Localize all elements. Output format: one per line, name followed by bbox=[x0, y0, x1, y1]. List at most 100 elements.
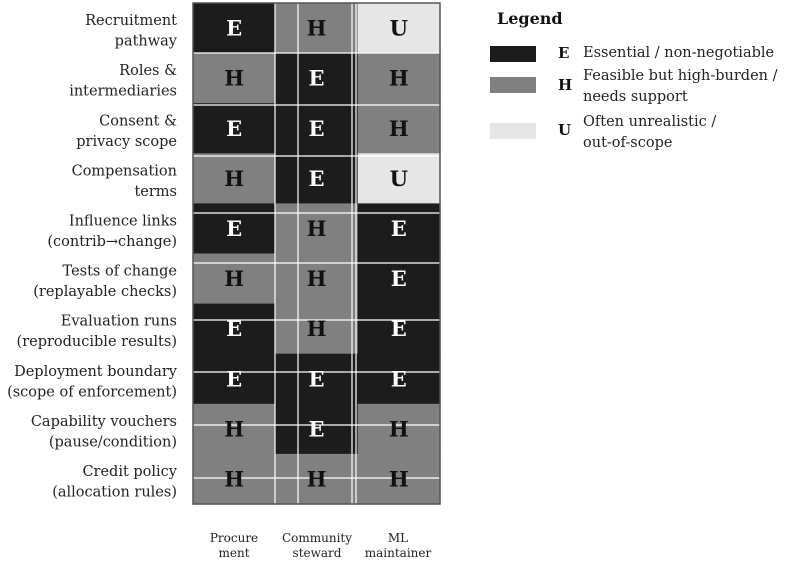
row-label-0-line-1: pathway bbox=[115, 34, 178, 50]
heatmap-cell-4-0 bbox=[193, 203, 276, 255]
heatmap-cell-label-2-1: E bbox=[308, 116, 324, 141]
heatmap-cell-label-1-0: H bbox=[224, 66, 244, 91]
legend-text-H-line-0: Feasible but high-burden / bbox=[583, 68, 778, 84]
heatmap-cell-3-2 bbox=[357, 153, 441, 204]
column-label-0-line-1: ment bbox=[218, 546, 249, 560]
heatmap-cell-label-7-1: E bbox=[308, 366, 324, 391]
heatmap-cell-label-6-1: H bbox=[307, 316, 327, 341]
legend-key-H: H bbox=[558, 76, 572, 94]
row-label-6-line-1: (reproducible results) bbox=[17, 334, 177, 350]
heatmap-cell-5-1 bbox=[275, 253, 359, 305]
heatmap-cell-0-0 bbox=[193, 3, 276, 54]
heatmap-cell-label-6-2: E bbox=[391, 316, 407, 341]
column-label-1-line-0: Community bbox=[282, 531, 352, 545]
heatmap-cell-0-1 bbox=[275, 3, 359, 54]
heatmap-cell-label-2-0: E bbox=[226, 116, 242, 141]
heatmap-cell-label-5-2: E bbox=[391, 266, 407, 291]
row-label-2-line-0: Consent & bbox=[99, 113, 177, 129]
heatmap-cell-label-1-2: H bbox=[389, 66, 409, 91]
heatmap-cell-label-3-0: H bbox=[224, 166, 244, 191]
heatmap-gridlines bbox=[193, 3, 440, 504]
heatmap-cell-2-1 bbox=[275, 103, 359, 154]
legend-swatch-E bbox=[490, 46, 536, 62]
legend-title: Legend bbox=[497, 9, 563, 28]
heatmap-cell-1-1 bbox=[275, 53, 359, 104]
heatmap-border bbox=[192, 2, 441, 505]
heatmap-cell-7-0 bbox=[193, 353, 276, 405]
heatmap-cell-6-0 bbox=[193, 303, 276, 355]
row-label-7-line-1: (scope of enforcement) bbox=[7, 384, 177, 400]
heatmap-cell-label-3-2: U bbox=[390, 166, 408, 191]
row-label-4-line-1: (contrib→change) bbox=[47, 234, 177, 250]
column-label-1-line-1: steward bbox=[293, 546, 342, 560]
heatmap-cell-label-4-2: E bbox=[391, 216, 407, 241]
heatmap-cell-1-2 bbox=[357, 53, 441, 104]
heatmap-cell-7-2 bbox=[357, 353, 441, 405]
legend-text-E-line-0: Essential / non-negotiable bbox=[583, 45, 774, 61]
heatmap-cell-7-1 bbox=[275, 353, 359, 405]
row-label-8-line-1: (pause/condition) bbox=[49, 434, 177, 450]
heatmap-cell-2-2 bbox=[357, 103, 441, 154]
heatmap-cell-label-8-0: H bbox=[224, 416, 244, 441]
legend-swatch-H bbox=[490, 77, 536, 93]
heatmap-cells bbox=[193, 3, 441, 505]
heatmap-cell-label-5-0: H bbox=[224, 266, 244, 291]
heatmap-cell-label-0-0: E bbox=[226, 16, 242, 41]
heatmap-cell-2-0 bbox=[193, 103, 276, 154]
row-label-2-line-1: privacy scope bbox=[76, 134, 177, 150]
row-label-1-line-1: intermediaries bbox=[69, 84, 177, 100]
heatmap-cell-label-8-2: H bbox=[389, 416, 409, 441]
heatmap-cell-8-0 bbox=[193, 403, 276, 455]
heatmap-cell-0-2 bbox=[357, 3, 441, 54]
heatmap-cell-8-2 bbox=[357, 403, 441, 455]
legend-key-E: E bbox=[558, 44, 569, 62]
heatmap-cell-label-7-2: E bbox=[391, 366, 407, 391]
legend-swatch-U bbox=[490, 123, 536, 139]
heatmap-cell-6-2 bbox=[357, 303, 441, 355]
heatmap-cell-label-9-2: H bbox=[389, 466, 409, 491]
heatmap-cell-label-8-1: E bbox=[308, 416, 324, 441]
heatmap-cell-1-0 bbox=[193, 53, 276, 104]
heatmap-cell-label-4-0: E bbox=[226, 216, 242, 241]
column-label-2-line-0: ML bbox=[388, 531, 408, 545]
row-label-4-line-0: Influence links bbox=[69, 213, 177, 229]
heatmap-cell-6-1 bbox=[275, 303, 359, 355]
legend-text-H-line-1: needs support bbox=[583, 89, 688, 105]
row-label-9-line-1: (allocation rules) bbox=[52, 484, 177, 500]
heatmap-cell-4-1 bbox=[275, 203, 359, 255]
heatmap-cell-label-7-0: E bbox=[226, 366, 242, 391]
row-label-5-line-1: (replayable checks) bbox=[33, 284, 177, 300]
heatmap-cell-9-2 bbox=[357, 453, 441, 505]
heatmap-cell-5-0 bbox=[193, 253, 276, 305]
row-label-8-line-0: Capability vouchers bbox=[31, 414, 177, 430]
row-label-7-line-0: Deployment boundary bbox=[14, 364, 178, 380]
column-label-2-line-1: maintainer bbox=[365, 546, 432, 560]
heatmap-cell-label-1-1: E bbox=[308, 66, 324, 91]
heatmap-cell-label-3-1: E bbox=[308, 166, 324, 191]
row-label-9-line-0: Credit policy bbox=[82, 464, 177, 480]
heatmap-cell-9-0 bbox=[193, 453, 276, 505]
heatmap-cell-label-0-2: U bbox=[390, 16, 408, 41]
row-label-1-line-0: Roles & bbox=[119, 63, 177, 79]
heatmap-cell-3-1 bbox=[275, 153, 359, 204]
heatmap-cell-label-5-1: H bbox=[307, 266, 327, 291]
heatmap-cell-3-0 bbox=[193, 153, 276, 204]
heatmap-cell-label-9-0: H bbox=[224, 466, 244, 491]
legend-key-U: U bbox=[558, 121, 571, 139]
row-label-3-line-0: Compensation bbox=[72, 163, 177, 179]
heatmap-cell-8-1 bbox=[275, 403, 359, 455]
row-label-6-line-0: Evaluation runs bbox=[61, 314, 177, 330]
row-label-3-line-1: terms bbox=[134, 184, 177, 200]
legend-text-U-line-1: out-of-scope bbox=[583, 135, 672, 151]
heatmap-cell-4-2 bbox=[357, 203, 441, 255]
legend-text-U-line-0: Often unrealistic / bbox=[583, 114, 716, 130]
heatmap-cell-label-6-0: E bbox=[226, 316, 242, 341]
heatmap-cell-9-1 bbox=[275, 453, 359, 505]
heatmap-cell-5-2 bbox=[357, 253, 441, 305]
column-label-0-line-0: Procure bbox=[210, 531, 258, 545]
